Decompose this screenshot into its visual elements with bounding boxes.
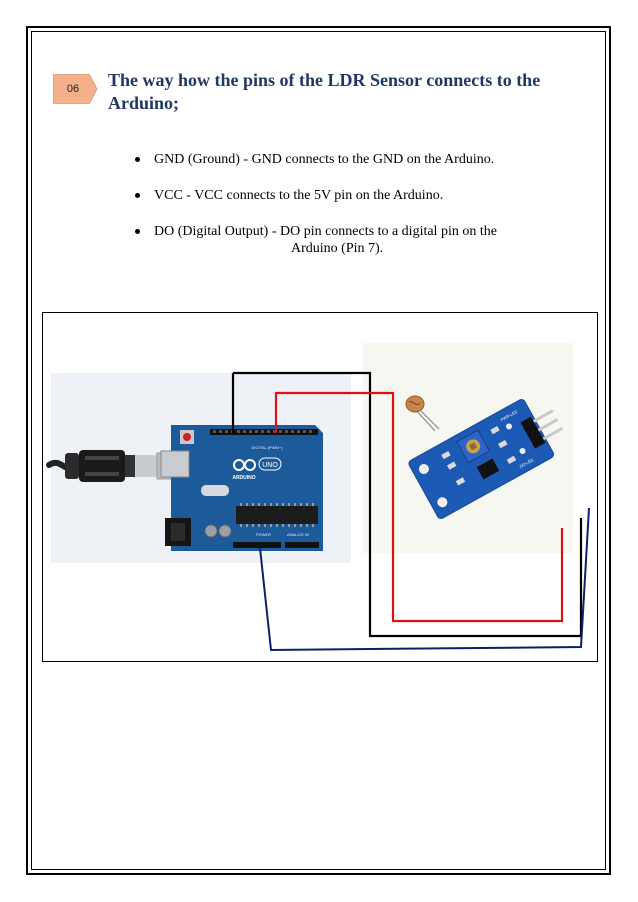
pin-connection-list: GND (Ground) - GND connects to the GND o… (135, 151, 565, 276)
bullet-icon (135, 193, 140, 198)
board-logo-text: ARDUINO (232, 475, 255, 481)
wiring-diagram-canvas: DIGITAL (PWM~) ARDUINO UNO (46, 343, 590, 652)
list-item: DO (Digital Output) - DO pin connects to… (135, 223, 565, 257)
page-border-outer (26, 26, 611, 875)
badge-arrow-shape (53, 74, 98, 104)
arduino-logo: ARDUINO (232, 459, 256, 481)
vcc-wire (274, 391, 564, 623)
list-item: VCC - VCC connects to the 5V pin on the … (135, 187, 565, 204)
bullet-text: GND (Ground) - GND connects to the GND o… (154, 152, 495, 167)
page-border-inner (31, 31, 606, 870)
bullet-text-continued: Arduino (Pin 7). (291, 241, 384, 256)
section-number-badge: 06 (53, 74, 98, 104)
usb-cable (46, 450, 180, 482)
bullet-icon (135, 157, 140, 162)
section-heading: The way how the pins of the LDR Sensor c… (108, 70, 541, 113)
section-number: 06 (66, 83, 80, 95)
analog-header-label: ANALOG IN (287, 532, 309, 537)
ldr-sensor-module: PWR-LED DO-LED (405, 395, 564, 519)
module-do-led-label: DO-LED (519, 457, 535, 469)
photoresistor (405, 395, 440, 432)
board-model-text: UNO (262, 462, 278, 469)
wiring (231, 371, 590, 652)
digital-header-label: DIGITAL (PWM~) (252, 445, 284, 450)
do-wire (259, 507, 590, 652)
bullet-text: DO (Digital Output) - DO pin connects to… (154, 224, 497, 239)
bullet-text: VCC - VCC connects to the 5V pin on the … (154, 188, 444, 203)
list-item: GND (Ground) - GND connects to the GND o… (135, 151, 565, 168)
gnd-wire (231, 371, 583, 638)
wiring-diagram: DIGITAL (PWM~) ARDUINO UNO (42, 312, 598, 662)
power-header-label: POWER (256, 532, 271, 537)
bullet-icon (135, 229, 140, 234)
arduino-uno-board: DIGITAL (PWM~) ARDUINO UNO (160, 425, 323, 551)
